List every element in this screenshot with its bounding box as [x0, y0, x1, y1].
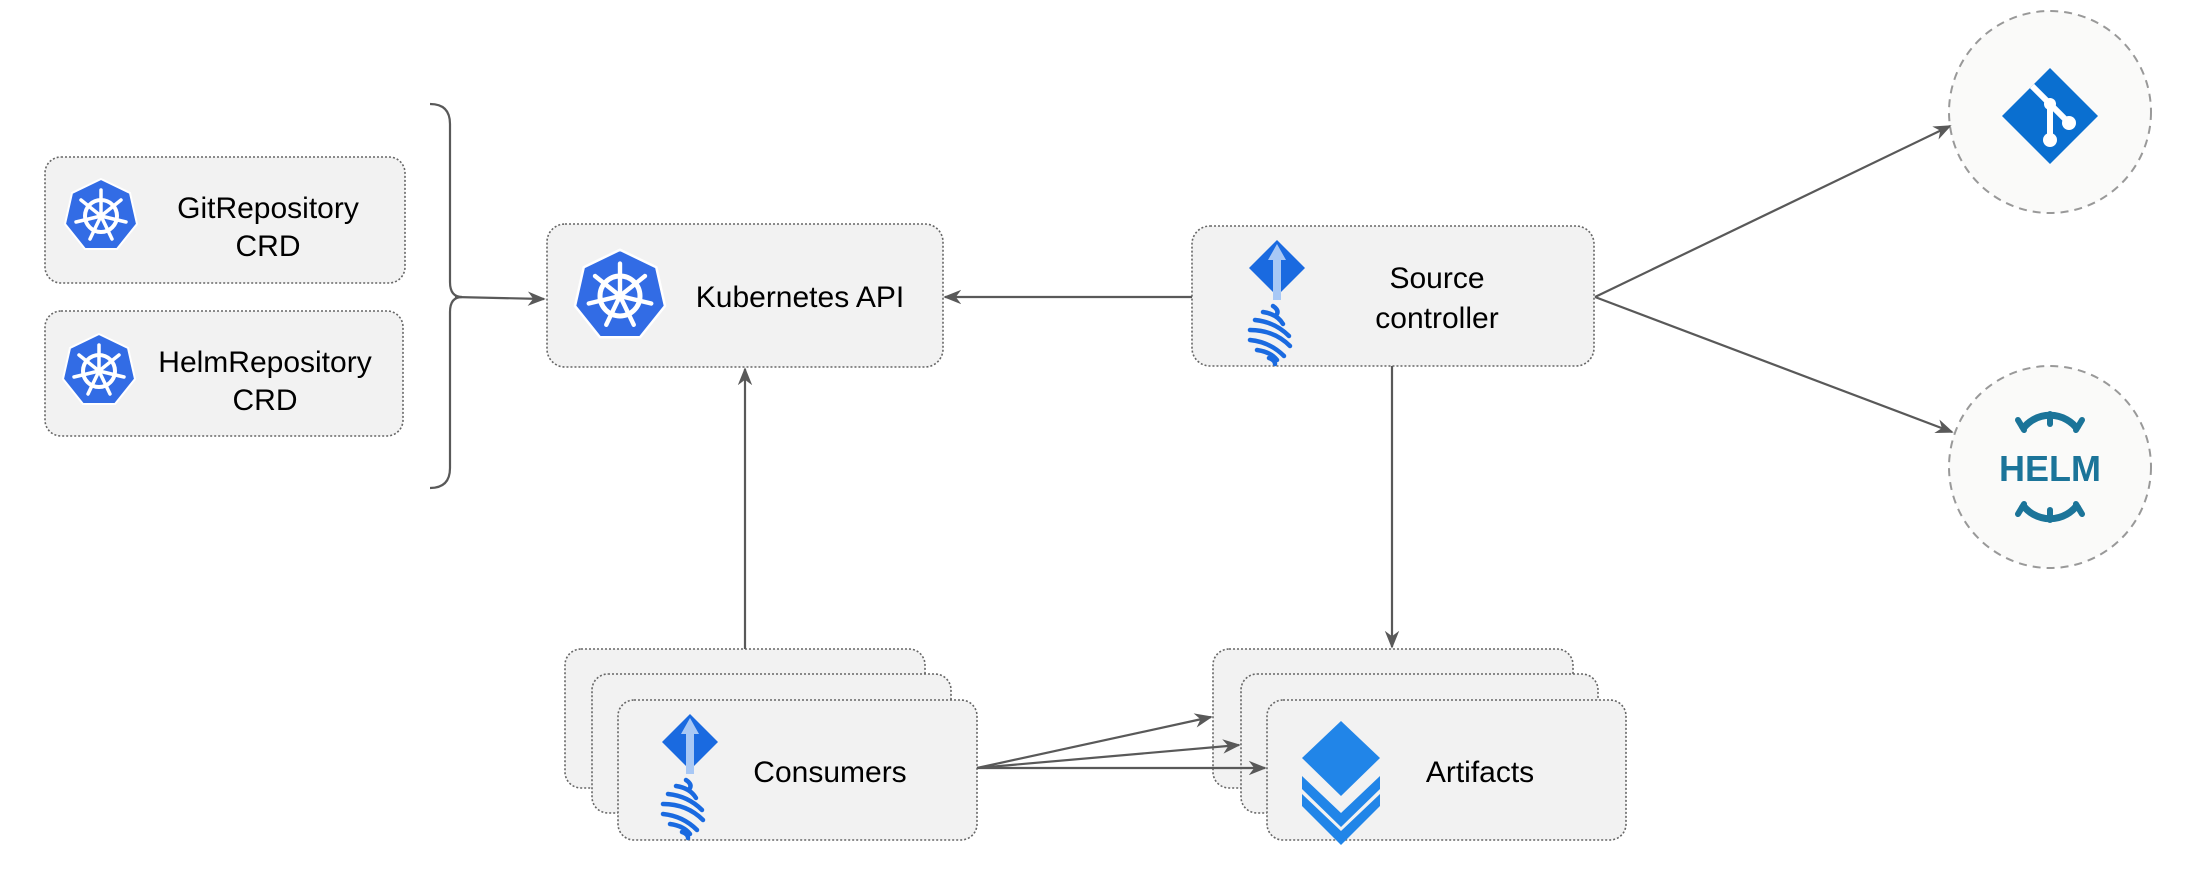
artifacts-label: Artifacts — [1426, 756, 1534, 789]
layers-icon — [1302, 721, 1380, 845]
consumers-label: Consumers — [753, 756, 906, 789]
edge-consumers-to-artifact-2 — [976, 739, 1241, 770]
helm-icon: HELM — [1999, 411, 2101, 523]
edge-source-controller-to-git — [1594, 125, 1952, 298]
consumers-node[interactable]: Consumers — [564, 648, 978, 841]
git-repository-label: GitRepository — [177, 192, 359, 225]
helm-repository-source[interactable]: HELM — [1948, 365, 2152, 569]
git-icon — [2002, 68, 2098, 164]
helm-repository-crd-node[interactable]: HelmRepository CRD — [44, 310, 404, 437]
kubernetes-api-label: Kubernetes API — [696, 281, 904, 314]
helm-repository-label: HelmRepository — [158, 346, 371, 379]
source-controller-label-line2: controller — [1375, 302, 1498, 335]
source-controller-node[interactable]: Source controller — [1191, 225, 1595, 367]
source-controller-label: Source — [1389, 262, 1484, 295]
git-repository-source[interactable] — [1948, 10, 2152, 214]
helm-logo-text: HELM — [1999, 448, 2101, 489]
git-repository-crd-label: CRD — [236, 230, 301, 263]
kubernetes-api-node[interactable]: Kubernetes API — [546, 223, 944, 368]
edge-crds-to-kubernetes-api — [454, 291, 546, 306]
git-repository-crd-node[interactable]: GitRepository CRD — [44, 156, 406, 284]
artifacts-node[interactable]: Artifacts — [1212, 648, 1627, 845]
edge-consumers-to-artifact-1 — [976, 713, 1213, 770]
edge-source-controller-to-helm — [1594, 295, 1954, 434]
helm-repository-crd-label: CRD — [233, 384, 298, 417]
